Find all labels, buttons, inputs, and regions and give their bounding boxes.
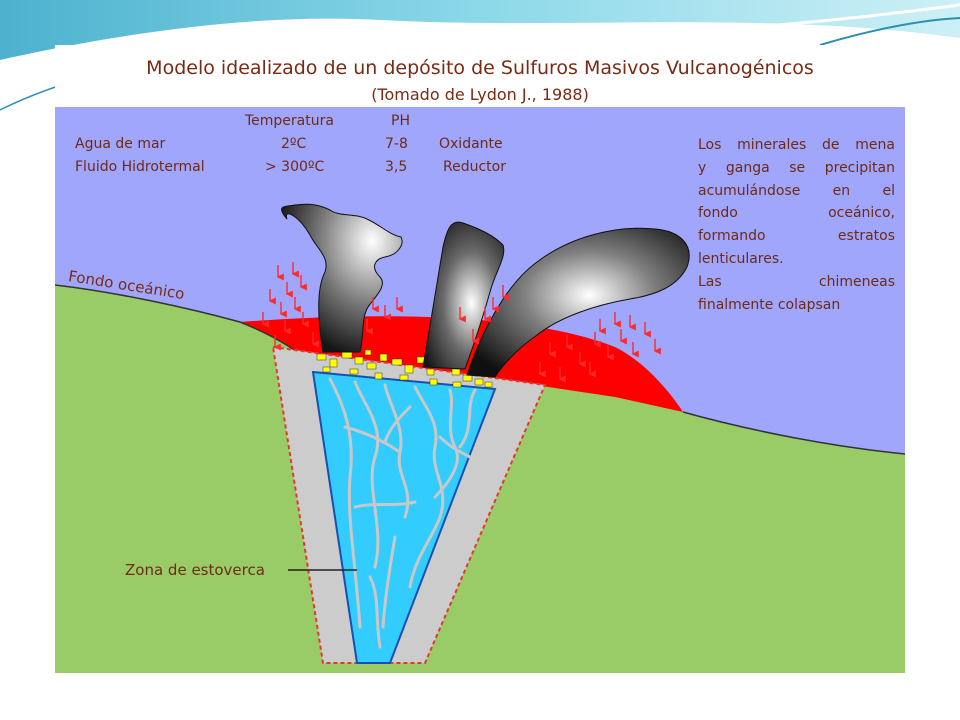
- sulfide-fragments: [316, 349, 493, 388]
- note-line: Los minerales de mena: [698, 137, 895, 153]
- row-seawater-ph: 7-8: [385, 136, 408, 152]
- row-seawater-name: Agua de mar: [75, 136, 166, 152]
- note-line: finalmente colapsan: [698, 296, 841, 313]
- black-smoker-plume-3: [466, 227, 690, 378]
- row-fluid-ph: 3,5: [385, 159, 408, 175]
- explanatory-note: Los minerales de mena y ganga se precipi…: [698, 134, 895, 316]
- stockwork-veins: [328, 377, 477, 649]
- black-smoker-plume-1: [281, 203, 403, 353]
- black-smoker-plume-2: [422, 221, 505, 370]
- ocean-floor-line: [55, 284, 316, 368]
- note-line: Las chimeneas: [698, 273, 895, 290]
- note-line: acumulándose en el: [698, 182, 895, 199]
- header-temperature: Temperatura: [245, 113, 334, 129]
- row-fluid-name: Fluido Hidrotermal: [75, 159, 205, 175]
- row-seawater-state: Oxidante: [439, 136, 503, 152]
- stockwork-label: Zona de estoverca: [125, 561, 265, 579]
- note-line: y ganga se precipitan: [698, 159, 895, 176]
- note-line: fondo oceánico,: [698, 205, 895, 222]
- note-line: formando estratos: [698, 228, 895, 245]
- header-ph: PH: [391, 113, 410, 129]
- figure-source: (Tomado de Lydon J., 1988): [371, 85, 589, 104]
- vms-deposit-diagram: [55, 107, 905, 673]
- note-line: lenticulares.: [698, 250, 784, 267]
- row-fluid-state: Reductor: [443, 159, 506, 175]
- row-fluid-temperature: > 300ºC: [265, 159, 325, 175]
- figure-title: Modelo idealizado de un depósito de Sulf…: [146, 57, 814, 79]
- row-seawater-temperature: 2ºC: [281, 136, 307, 152]
- precipitation-arrows: [261, 262, 661, 383]
